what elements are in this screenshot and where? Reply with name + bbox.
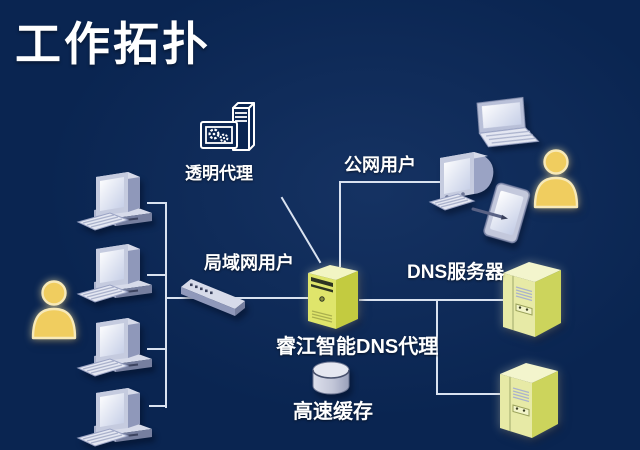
label-dns-proxy: 睿江智能DNS代理 xyxy=(276,336,439,358)
lan-pc-icon xyxy=(77,387,153,447)
pda-icon xyxy=(483,182,531,244)
dns-server-icon xyxy=(502,261,562,338)
page-title: 工作拓扑 xyxy=(15,18,211,70)
lan-pc-icon xyxy=(77,171,153,231)
cache-db-icon xyxy=(312,361,350,395)
dns-server-icon xyxy=(499,362,559,439)
public-desktop-icon xyxy=(428,152,494,211)
laptop-icon xyxy=(476,96,540,148)
dns-proxy-server-icon xyxy=(308,265,358,329)
connection-lines xyxy=(147,181,509,408)
switch-icon xyxy=(181,279,245,316)
label-lan-users: 局域网用户 xyxy=(204,253,294,273)
label-cache: 高速缓存 xyxy=(293,401,373,423)
label-transparent-proxy: 透明代理 xyxy=(185,164,253,183)
label-dns-servers: DNS服务器 xyxy=(407,262,505,283)
lan-pc-icon xyxy=(77,317,153,377)
label-public-users: 公网用户 xyxy=(344,155,416,175)
stylus-icon xyxy=(471,207,508,220)
lan-user-icon xyxy=(31,280,77,340)
transparent-proxy-icon xyxy=(200,102,255,151)
lan-pc-icon xyxy=(77,243,153,303)
public-user-icon xyxy=(533,149,579,209)
